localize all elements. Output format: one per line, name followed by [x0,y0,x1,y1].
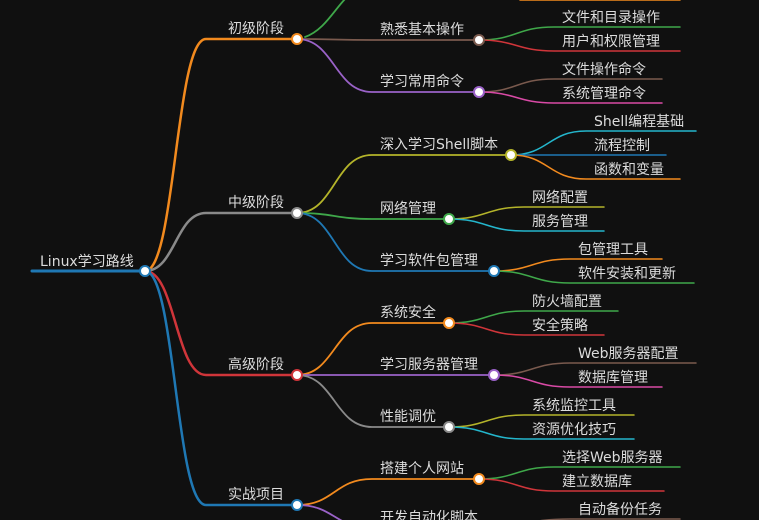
stage-node[interactable] [291,369,303,381]
stage-node[interactable] [291,207,303,219]
stage-node[interactable] [291,33,303,45]
leaf-branch [448,414,635,428]
leaf-branch [478,91,663,104]
leaf-label: 文件和目录操作 [562,10,660,26]
topic-branch [296,374,450,428]
leaf-branch [448,206,605,220]
topic-node[interactable] [473,34,485,46]
leaf-branch [478,78,663,93]
topic-node[interactable] [488,369,500,381]
topic-node[interactable] [473,473,485,485]
leaf-label: Shell编程基础 [594,113,684,130]
topic-branch [296,322,450,376]
leaf-label: 数据库管理 [578,370,648,386]
topic-label: 开发自动化脚本 [380,510,478,520]
topic-node[interactable] [473,86,485,98]
leaf-label: 自动备份任务 [578,501,662,518]
topic-node[interactable] [443,213,455,225]
topic-label: 学习常用命令 [380,73,464,90]
leaf-branch [478,478,665,492]
leaf-branch [493,258,663,272]
leaf-label: 系统监控工具 [532,398,616,414]
topic-label: 学习服务器管理 [380,357,478,373]
topic-branch [296,212,495,272]
leaf-label: 系统管理命令 [562,85,646,102]
topic-node[interactable] [443,317,455,329]
leaf-branch [510,154,681,180]
topic-label: 熟悉基本操作 [380,21,464,38]
stage-branch [143,211,299,273]
leaf-branch [493,374,663,388]
leaf-branch [493,362,697,376]
stage-label: 实战项目 [228,487,284,503]
root-node[interactable] [139,265,151,277]
leaf-label: 选择Web服务器 [562,450,663,466]
leaf-label: Web服务器配置 [578,346,679,362]
leaf-branch [478,39,681,52]
offscreen-branch [304,0,346,38]
leaf-branch [448,426,635,440]
topic-branch [296,38,480,41]
topic-node[interactable] [488,265,500,277]
stage-branch [143,37,299,273]
stage-node[interactable] [291,499,303,511]
leaf-label: 资源优化技巧 [532,422,616,438]
leaf-branch [448,218,605,232]
stage-branch [143,269,299,377]
leaf-branch [493,270,695,284]
topic-label: 网络管理 [380,201,436,217]
leaf-label: 函数和变量 [594,162,664,178]
topic-branch [296,212,450,220]
leaf-branch [448,322,605,336]
leaf-label: 网络配置 [532,190,588,206]
stage-label: 初级阶段 [228,20,284,37]
leaf-label: 安全策略 [532,317,588,334]
leaf-label: 服务管理 [532,214,588,230]
leaf-branch [448,310,619,324]
leaf-label: 文件操作命令 [562,61,646,78]
leaf-branch [540,518,681,520]
topic-label: 学习软件包管理 [380,253,478,269]
topic-label: 深入学习Shell脚本 [380,137,498,153]
leaf-branch [510,130,697,156]
leaf-label: 防火墙配置 [532,294,602,310]
topic-node[interactable] [443,421,455,433]
leaf-label: 流程控制 [594,138,650,154]
stage-branch [143,269,299,507]
root-label: Linux学习路线 [40,254,134,270]
topic-branch [296,38,480,93]
stage-label: 中级阶段 [228,195,284,211]
leaf-branch [478,26,681,41]
leaf-label: 用户和权限管理 [562,33,660,50]
leaf-label: 软件安装和更新 [578,266,676,282]
topic-label: 性能调优 [380,409,436,425]
topic-label: 搭建个人网站 [380,461,464,477]
topic-branch [296,504,343,520]
leaf-label: 包管理工具 [578,242,648,258]
stage-label: 高级阶段 [228,356,284,373]
topic-branch [296,478,480,506]
topic-node[interactable] [505,149,517,161]
topic-label: 系统安全 [380,304,436,321]
topic-branch [296,154,512,214]
leaf-label: 建立数据库 [562,474,632,490]
leaf-branch [478,466,681,480]
